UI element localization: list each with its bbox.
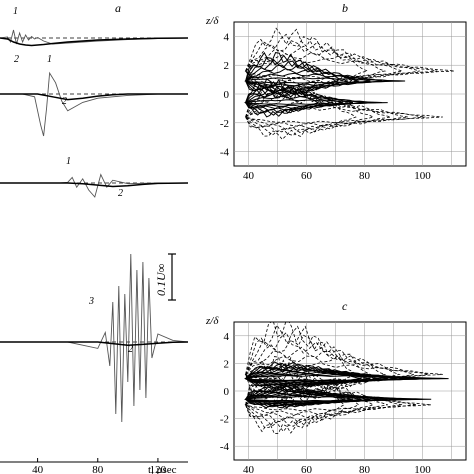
contour-solid [243,392,406,404]
contour-dashed [245,86,375,136]
trace-1-curve-1 [0,29,189,45]
contour-solid [244,92,365,110]
contour-dashed [245,374,388,424]
y-tick-label: -2 [220,118,229,130]
y-tick-label: -4 [220,147,230,159]
panel-a-letter: a [115,1,121,15]
panel-b-contour-plot: 40 60 80 100 4 2 0 -2 -4 z/δ [205,15,467,182]
x-tick-label: 60 [301,170,313,182]
contour-dashed [245,45,420,87]
contour-dashed [244,101,426,127]
contour-dashed [245,368,375,427]
trace-3-curve-label: 2 [118,188,123,199]
contour-dashed [244,58,455,79]
contour-dashed [245,40,403,90]
y-tick-label: -4 [220,441,230,453]
contour-dashed [245,359,360,433]
y-tick-label: 2 [224,358,230,370]
contour-solid [245,99,388,105]
x-tick-label: 80 [359,170,371,182]
y-tick-label: 2 [224,60,230,72]
x-tick-label: 60 [301,464,313,474]
trace-2-curve-2 [0,93,188,101]
trace-2-curve-label: 2 [62,96,67,107]
scale-bar-label: 0.1U∞ [154,263,168,296]
x-tick-label: 80 [359,464,371,474]
trace-1-curve-2 [0,37,189,47]
contour-dashed [244,95,409,130]
contour-dashed [244,53,438,82]
contour-dashed [245,355,429,386]
contour-dashed [245,332,387,401]
trace-4-curve-3 [0,253,189,423]
a-x-tick-label: 40 [32,464,44,474]
x-tick-label: 40 [243,464,255,474]
contour-dashed [244,381,403,420]
y-tick-label: 4 [224,331,230,343]
scale-bar: 0.1U∞ [154,253,176,301]
a-x-tick-label: 80 [92,464,104,474]
trace-4-curve-2 [0,341,189,346]
contour-dashed [245,78,357,140]
panel-a-traces: 1 2 1 2 1 2 3 2 [0,6,189,423]
trace-3-curve-1 [0,173,188,198]
y-tick-label: 4 [224,31,230,43]
panel-b-letter: b [342,1,348,15]
contour-solid [243,95,377,107]
contour-solid [243,369,414,385]
y-tick-label: 0 [224,89,230,101]
x-tick-label: 100 [414,170,431,182]
trace-4-curve-label: 3 [88,296,94,307]
contour-solid [244,385,353,408]
trace-3-curve-label: 1 [66,156,71,167]
contour-dashed [245,324,372,405]
contour-dashed [244,106,443,124]
contour-solid [245,81,332,116]
x-tick-label: 100 [414,464,431,474]
contour-dashed [245,322,357,410]
contour-dashed [245,339,401,396]
panel-c-letter: c [342,299,348,313]
y-axis-label: z/δ [205,315,219,327]
y-tick-label: -2 [220,414,229,426]
contour-solid [245,51,337,99]
y-tick-label: 0 [224,386,230,398]
a-x-tick-label: 120 [150,464,167,474]
x-tick-label: 40 [243,170,255,182]
trace-1-curve-label: 2 [14,54,19,65]
trace-3-curve-2 [0,182,189,188]
contour-dashed [245,33,387,94]
contour-solid [245,394,423,403]
a-x-axis-label: t, μsec [148,464,177,474]
trace-4-curve-label: 2 [128,344,133,355]
panel-c-contour-plot: 40 60 80 100 4 2 0 -2 -4 z/δ [205,315,467,474]
contour-dashed [245,346,414,392]
contour-dashed [245,90,391,133]
trace-1-curve-label: 1 [13,6,18,17]
contour-solid [244,368,406,386]
trace-2-curve-1 [0,71,188,137]
y-axis-label: z/δ [205,15,219,27]
trace-2-curve-label: 1 [47,54,52,65]
